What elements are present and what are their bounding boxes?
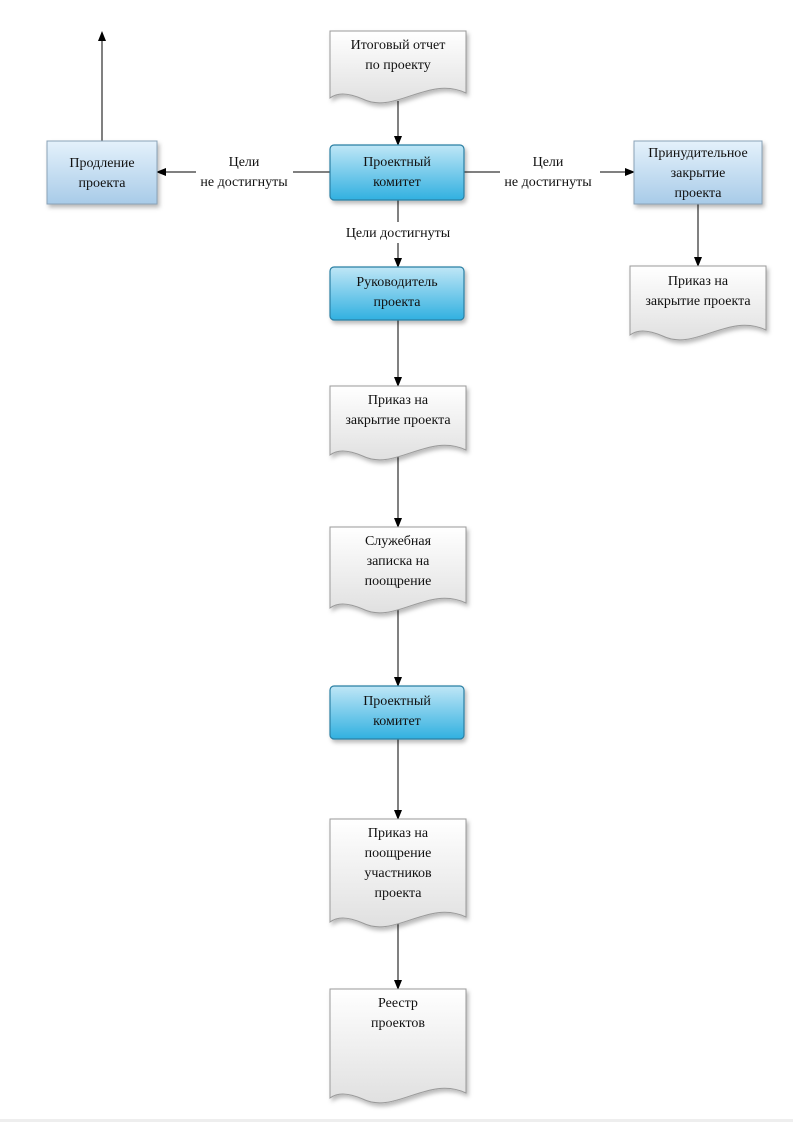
edge-label-goals-not-met-left: Цели не достигнуты (200, 155, 288, 190)
extension-label: Продление проекта (69, 156, 135, 191)
forced-closure-box (633, 140, 763, 205)
order-reward-label: Приказ на поощрение участников проекта (364, 826, 432, 901)
order-reward-doc (329, 818, 467, 928)
order-closure-right-doc (629, 265, 767, 341)
order-closure-doc (329, 385, 467, 461)
order-closure-label: Приказ на закрытие проекта (345, 393, 451, 428)
order-closure-right-label: Приказ на закрытие проекта (645, 274, 751, 309)
extension-box (46, 140, 158, 205)
registry-label: Реестр проектов (370, 996, 426, 1031)
final-report-doc (329, 30, 467, 104)
committee-1-label: Проектный комитет (363, 155, 431, 190)
committee-2-box (329, 685, 465, 740)
memo-reward-label: Служебная записка на поощрение (364, 534, 432, 589)
committee-1-box (329, 144, 465, 201)
project-manager-label: Руководитель проекта (356, 275, 438, 310)
committee-2-label: Проектный комитет (363, 694, 431, 729)
forced-closure-label: Принудительное закрытие проекта (648, 146, 748, 201)
memo-reward-doc (329, 526, 467, 614)
edge-label-goals-met: Цели достигнуты (345, 226, 451, 241)
final-report-label: Итоговый отчет по проекту (350, 38, 446, 73)
registry-doc (329, 988, 467, 1104)
edge-label-goals-not-met-right: Цели не достигнуты (504, 155, 592, 190)
project-manager-box (329, 266, 465, 321)
page-bottom-rule (0, 1119, 793, 1122)
